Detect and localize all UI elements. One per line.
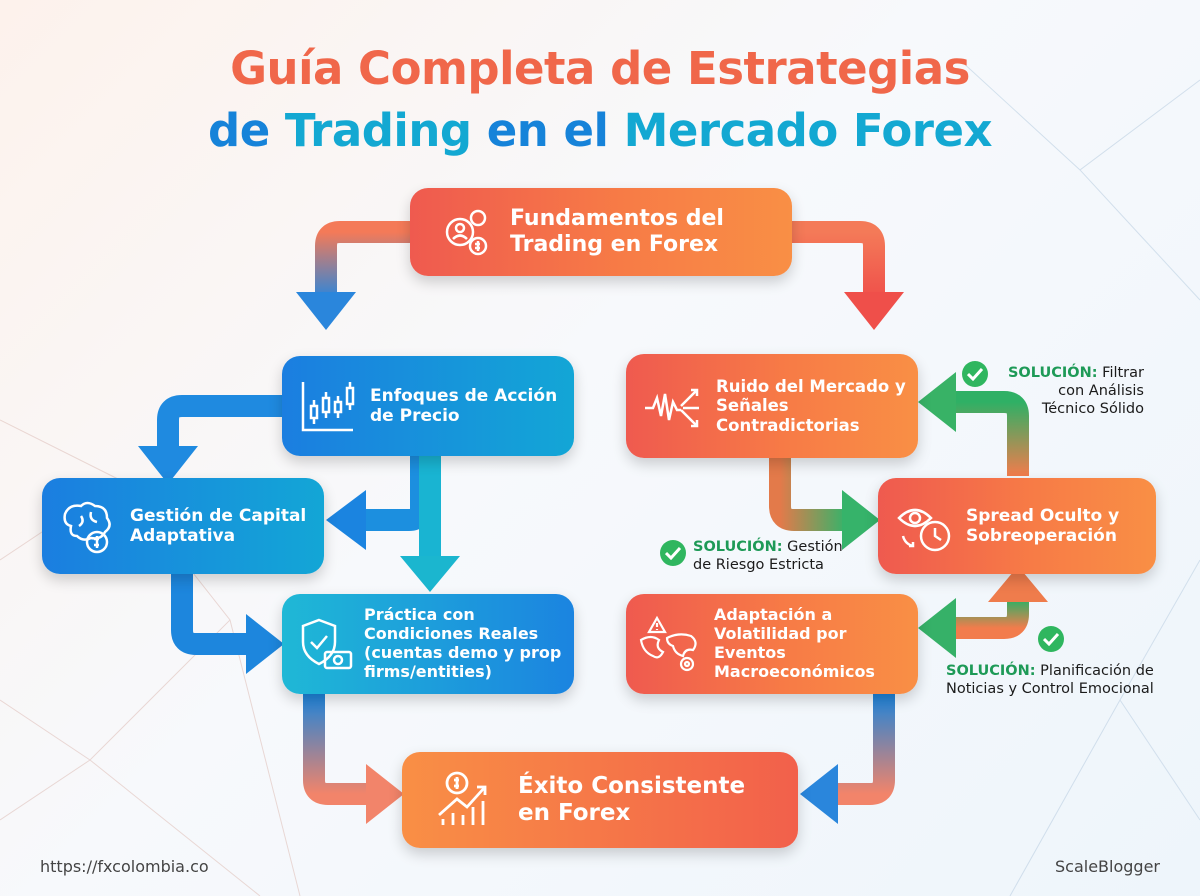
arrow-head	[844, 292, 904, 330]
title-word-mercado-forex: Mercado Forex	[623, 104, 993, 157]
arrow-ruido-to-spread	[769, 458, 846, 531]
arrow-head	[800, 764, 838, 824]
arrow-head	[842, 490, 880, 550]
node-ruido-label: Ruido del Mercado y Señales Contradictor…	[716, 376, 906, 435]
title-word-trading: Trading	[284, 104, 472, 157]
node-gestion: Gestión de Capital Adaptativa	[42, 478, 324, 574]
solution-2-text-b: de Riesgo Estricta	[693, 557, 824, 574]
solution-1-keyword: SOLUCIÓN:	[1007, 365, 1098, 381]
title-word-en-el: en el	[471, 104, 624, 157]
eye-clock-icon	[894, 495, 956, 557]
node-ruido: Ruido del Mercado y Señales Contradictor…	[626, 354, 918, 458]
footer-url[interactable]: https://fxcolombia.co	[40, 857, 209, 876]
check-icon	[660, 540, 686, 566]
arrow-adaptacion-to-spread	[952, 600, 1029, 639]
solution-1-text-b: con Análisis	[1058, 383, 1144, 400]
solution-2-text-a: Gestión	[782, 539, 843, 555]
arrow-fund-to-enfoques	[315, 221, 415, 300]
gears-person-dollar-icon	[432, 200, 496, 264]
brain-dollar-icon	[56, 495, 118, 557]
arrow-head	[246, 614, 284, 674]
solution-3-keyword: SOLUCIÓN:	[946, 663, 1036, 679]
arrow-head	[400, 556, 460, 592]
node-adaptacion-label: Adaptación a Volatilidad por Eventos Mac…	[714, 605, 875, 681]
node-spread: Spread Oculto y Sobreoperación	[878, 478, 1156, 574]
node-enfoques-label: Enfoques de Acción de Precio	[370, 385, 558, 426]
arrow-practica-to-exito	[303, 694, 370, 805]
arrow-enfoques-to-gestion	[157, 395, 285, 452]
shield-check-money-icon	[294, 613, 356, 675]
node-spread-label: Spread Oculto y Sobreoperación	[966, 505, 1120, 546]
arrow-head	[326, 490, 366, 550]
candlestick-chart-icon	[296, 375, 358, 437]
solution-2: SOLUCIÓN: Gestión de Riesgo Estricta	[693, 538, 843, 574]
solution-3: SOLUCIÓN: Planificación de Noticias y Co…	[946, 662, 1154, 698]
arrow-head	[918, 372, 956, 432]
title-word-de: de	[207, 104, 285, 157]
solution-3-text-a: Planificación de	[1035, 663, 1154, 679]
arrow-head	[296, 292, 356, 330]
arrow-adaptacion-to-exito	[834, 694, 895, 805]
arrow-spread-to-ruido	[952, 391, 1029, 476]
solution-2-keyword: SOLUCIÓN:	[693, 539, 783, 555]
node-adaptacion: Adaptación a Volatilidad por Eventos Mac…	[626, 594, 918, 694]
check-icon	[1038, 626, 1064, 652]
solution-1-text-a: Filtrar	[1097, 365, 1144, 381]
arrow-head	[366, 764, 404, 824]
node-enfoques: Enfoques de Acción de Precio	[282, 356, 574, 456]
node-practica-label: Práctica con Condiciones Reales (cuentas…	[364, 605, 562, 681]
footer-brand: ScaleBlogger	[1055, 857, 1160, 876]
node-exito: Éxito Consistente en Forex	[402, 752, 798, 848]
arrow-head	[988, 566, 1048, 602]
solution-1-text-c: Técnico Sólido	[1041, 401, 1144, 418]
node-gestion-label: Gestión de Capital Adaptativa	[130, 505, 307, 546]
solution-3-text-b: Noticias y Control Emocional	[946, 681, 1154, 698]
arrow-head	[138, 446, 198, 484]
arrow-head	[918, 598, 956, 658]
node-exito-label: Éxito Consistente en Forex	[518, 772, 746, 826]
node-fundamentos: Fundamentos del Trading en Forex	[410, 188, 792, 276]
page-title-line1: Guía Completa de Estrategias	[230, 42, 970, 95]
arrow-gestion-to-practica	[171, 572, 250, 655]
world-map-alert-icon	[636, 613, 702, 675]
node-practica: Práctica con Condiciones Reales (cuentas…	[282, 594, 574, 694]
check-icon	[962, 361, 988, 387]
page-title-line2: de Trading en el Mercado Forex	[0, 104, 1200, 157]
solution-1: SOLUCIÓN: Filtrar con Análisis Técnico S…	[996, 364, 1144, 418]
arrow-fund-to-ruido	[790, 221, 885, 300]
node-fundamentos-label: Fundamentos del Trading en Forex	[510, 206, 724, 257]
growth-chart-dollar-icon	[432, 768, 496, 832]
noise-signal-icon	[642, 375, 704, 437]
arrow-enfoques-down-left	[360, 456, 432, 531]
